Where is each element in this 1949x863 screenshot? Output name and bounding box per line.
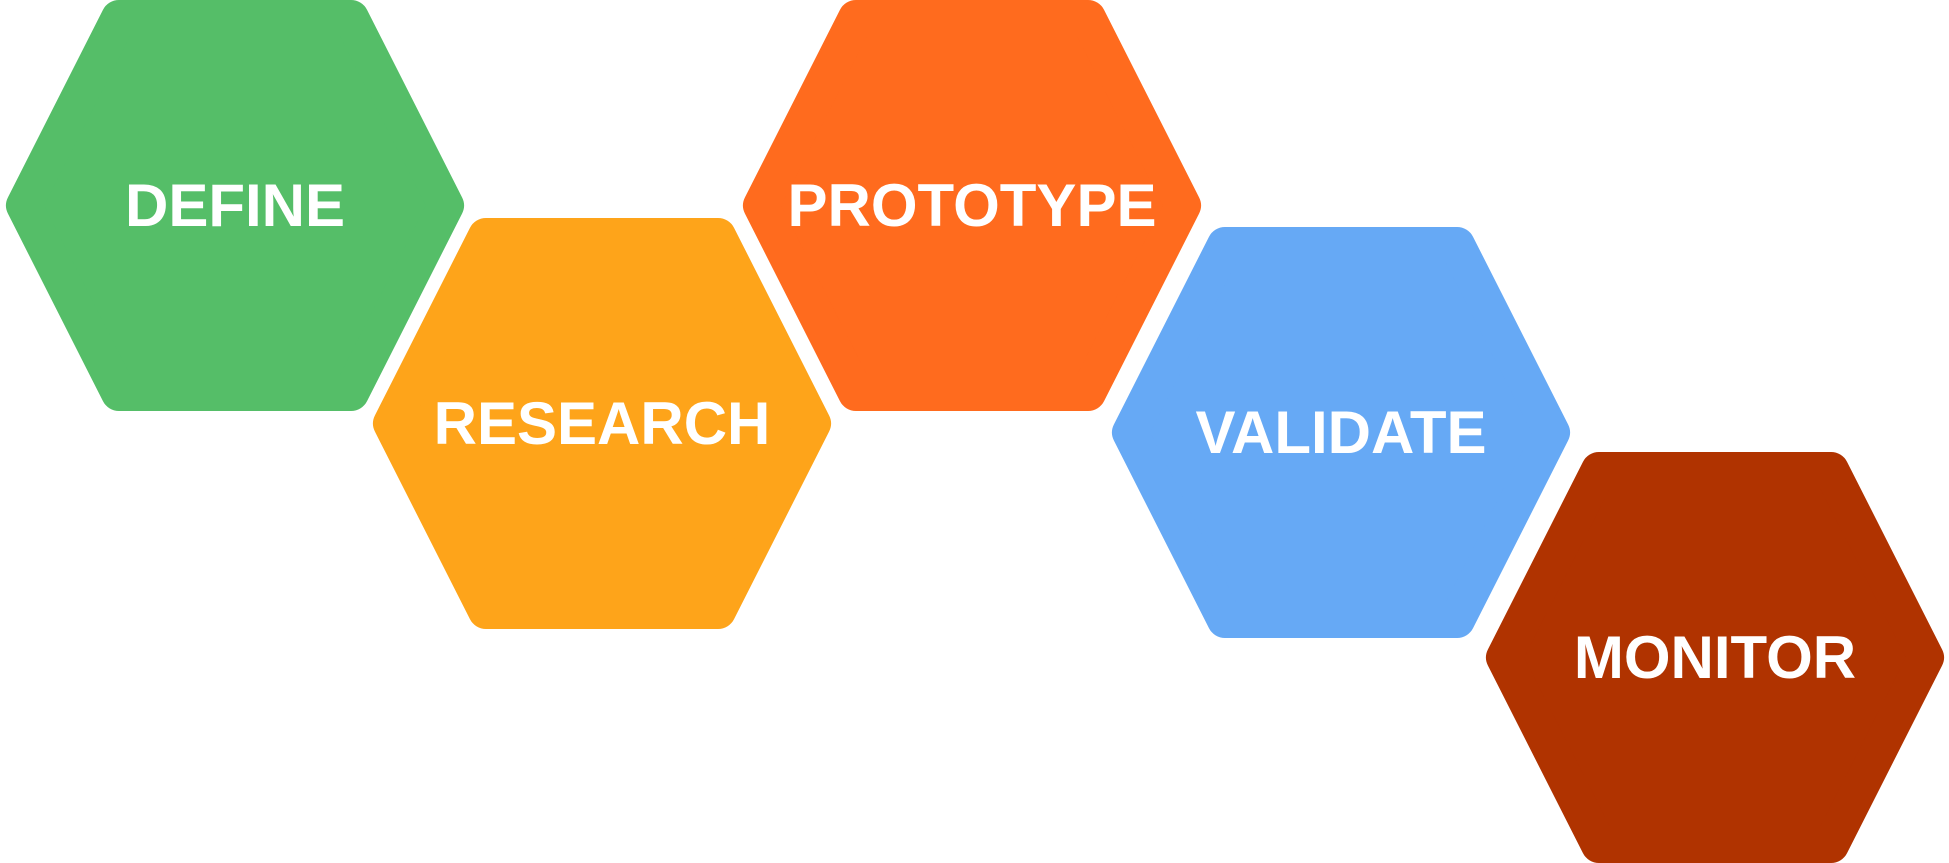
hexagon-label: MONITOR: [1574, 624, 1856, 691]
hexagon-prototype: PROTOTYPE: [743, 0, 1201, 411]
hexagon-monitor: MONITOR: [1486, 452, 1944, 863]
hexagon-research: RESEARCH: [373, 218, 831, 629]
hexagon-shape: [1486, 452, 1944, 863]
hexagon-shape: [373, 218, 831, 629]
hexagon-define: DEFINE: [6, 0, 464, 411]
hexagon-label: RESEARCH: [434, 390, 771, 457]
hexagon-shape: [743, 0, 1201, 411]
hexagon-validate: VALIDATE: [1112, 227, 1570, 638]
hexagon-label: PROTOTYPE: [788, 172, 1157, 239]
hexagon-shape: [6, 0, 464, 411]
hexagon-label: DEFINE: [125, 172, 345, 239]
hexagon-shape: [1112, 227, 1570, 638]
hexagon-label: VALIDATE: [1195, 399, 1486, 466]
